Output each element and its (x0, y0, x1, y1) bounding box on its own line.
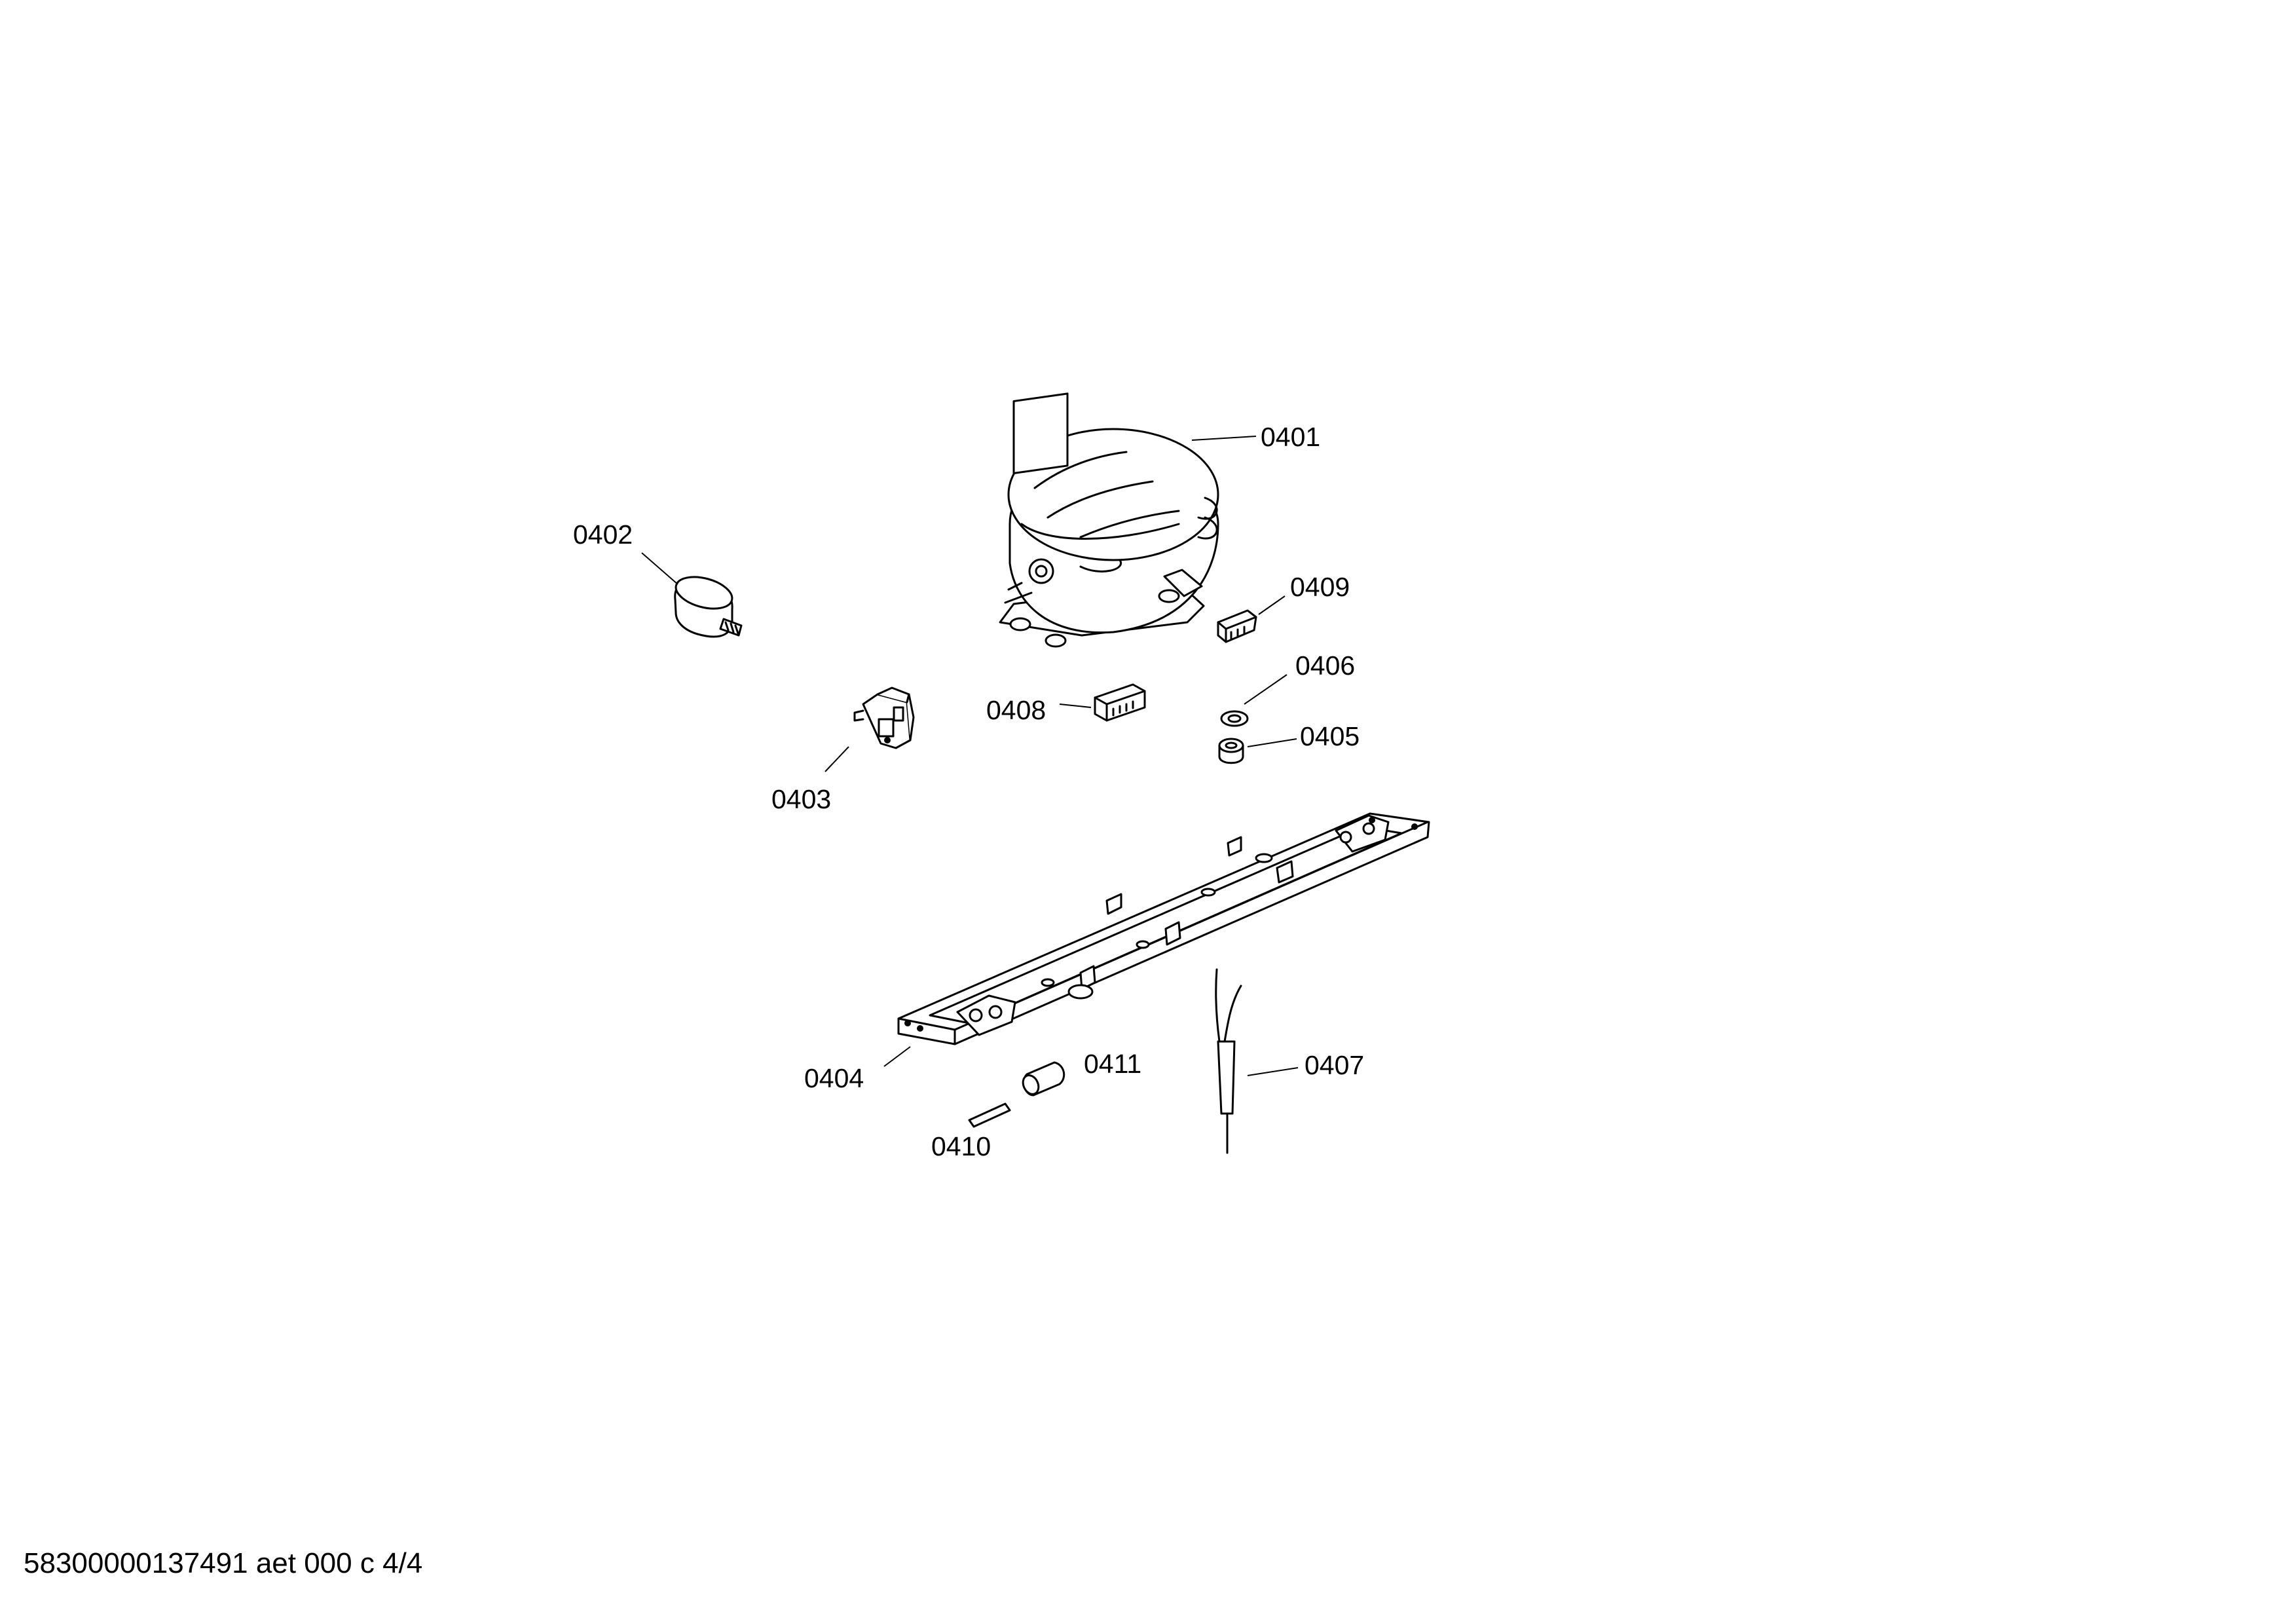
starter-relay-part[interactable] (853, 686, 915, 749)
grommet-part[interactable] (1218, 738, 1244, 764)
leader-0406 (1244, 674, 1287, 705)
pin-part[interactable] (968, 1102, 1011, 1128)
label-0402: 0402 (573, 519, 633, 550)
label-0406: 0406 (1295, 650, 1355, 681)
leader-0403 (824, 746, 849, 772)
leader-0404 (883, 1046, 911, 1067)
leader-0402 (641, 552, 678, 585)
sleeve-part[interactable] (1020, 1061, 1065, 1097)
terminal-block-part[interactable] (1217, 609, 1257, 643)
label-0410: 0410 (931, 1131, 991, 1161)
footer-document-code: 58300000137491 aet 000 c 4/4 (24, 1547, 423, 1579)
leader-0409 (1258, 595, 1286, 615)
label-0401: 0401 (1261, 422, 1320, 452)
label-0409: 0409 (1290, 572, 1350, 602)
label-0405: 0405 (1300, 721, 1360, 751)
leader-0408 (1059, 704, 1092, 708)
knob-part[interactable] (673, 571, 743, 638)
base-rail-part[interactable] (897, 812, 1430, 1045)
compressor-part[interactable] (999, 392, 1219, 648)
connector-block-part[interactable] (1094, 683, 1146, 722)
label-0407: 0407 (1305, 1050, 1364, 1080)
leader-0405 (1247, 738, 1297, 747)
leader-0401 (1191, 436, 1257, 441)
label-0404: 0404 (804, 1063, 864, 1093)
label-0411: 0411 (1084, 1049, 1141, 1079)
label-0408: 0408 (986, 695, 1046, 725)
label-0403: 0403 (771, 784, 831, 814)
filter-drier-part[interactable] (1215, 968, 1242, 1154)
washer-part[interactable] (1220, 710, 1249, 727)
leader-0407 (1247, 1067, 1299, 1076)
